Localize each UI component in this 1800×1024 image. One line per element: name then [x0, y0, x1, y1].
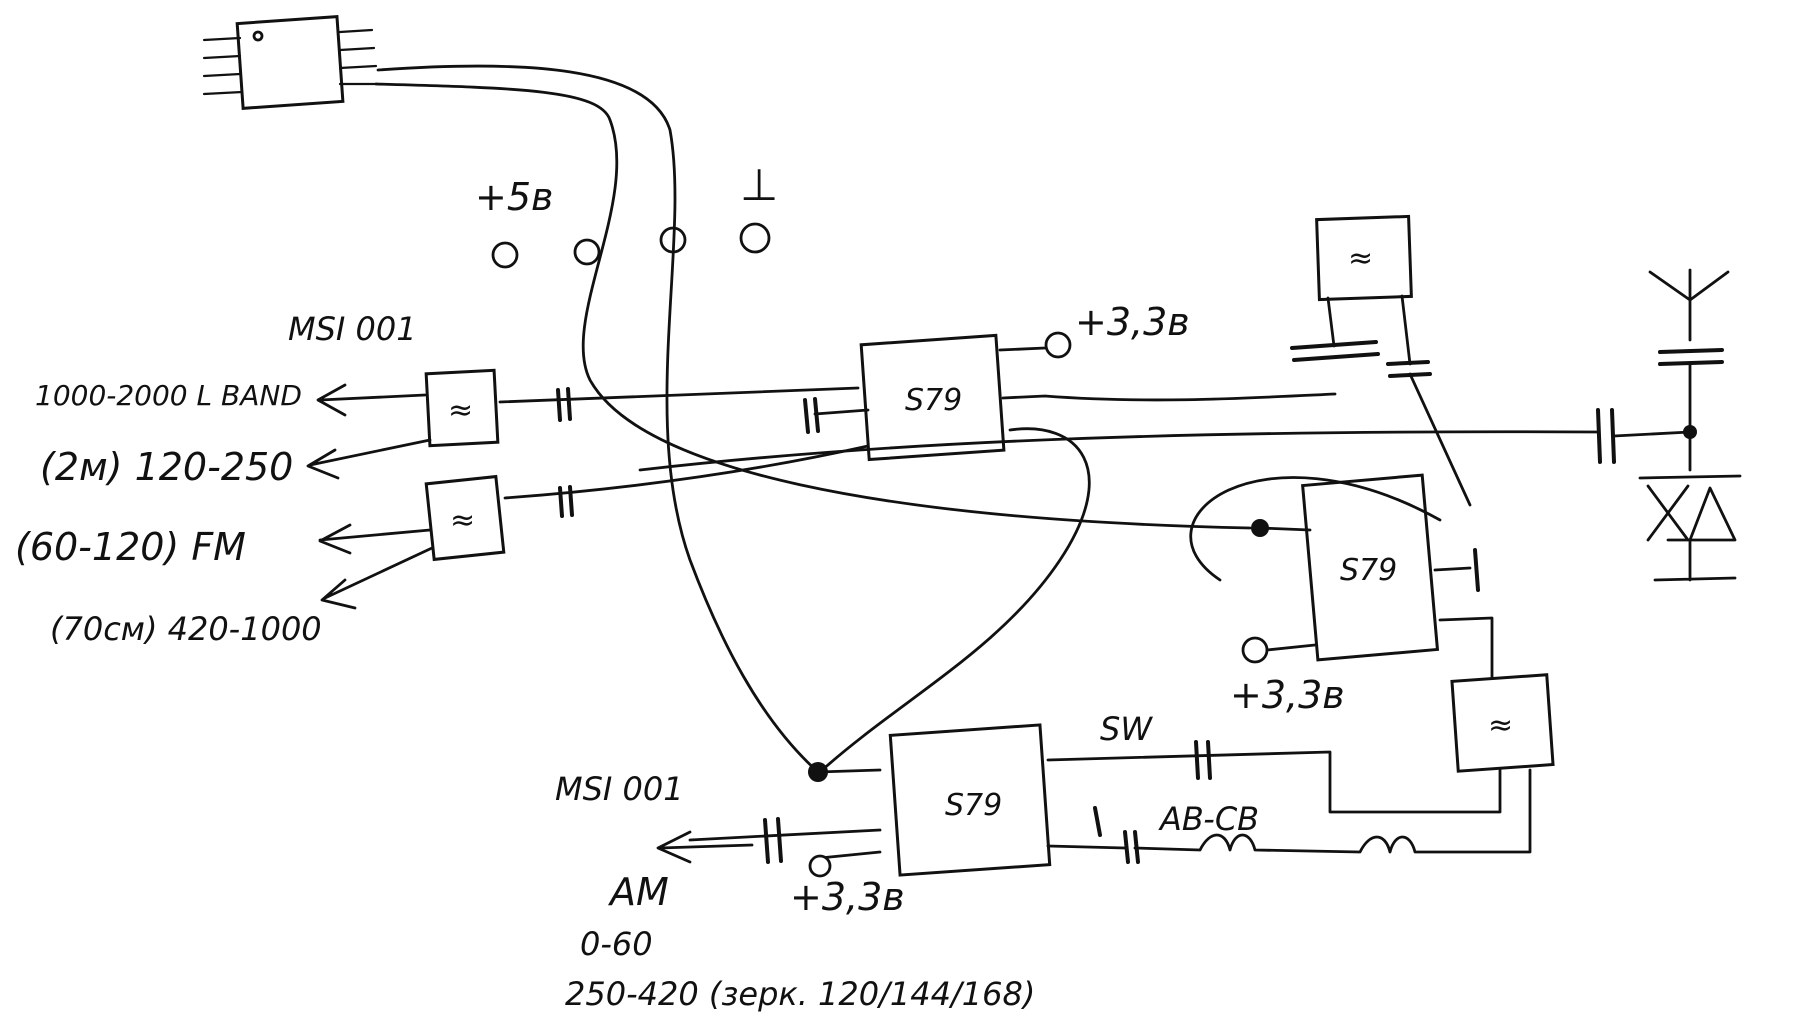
wire-ic-to-bottom-s79 [374, 82, 1252, 530]
s79-block-2: S79 [1301, 473, 1440, 662]
filter-symbol-2m: ≈ [450, 503, 475, 538]
label-2m: (2м) 120-250 [40, 445, 293, 489]
label-plus33-right: +3,3в [1230, 673, 1345, 717]
filter-bottom-right: ≈ [1450, 673, 1555, 773]
label-am-range: 0-60 [580, 925, 653, 963]
filter-lband: ≈ [424, 368, 500, 448]
terminal-plus5 [491, 241, 519, 269]
label-ab-cb: AB-CB [1158, 800, 1259, 838]
filter-symbol-lband: ≈ [448, 393, 473, 428]
label-msi-top: MSI 001 [288, 310, 417, 348]
label-70cm: (70см) 420-1000 [50, 610, 322, 648]
antenna-icon [1648, 268, 1730, 342]
label-plus33-bottom: +3,3в [790, 875, 905, 919]
s79-label-1: S79 [905, 383, 962, 418]
arrow-2m [306, 438, 432, 480]
s79-label-3: S79 [945, 788, 1002, 823]
wire-ic-to-right-s79 [376, 64, 820, 774]
wire-ab-cb [1046, 768, 1532, 854]
label-am: AM [607, 870, 669, 914]
label-plus5: +5в [475, 175, 553, 219]
arrow-70cm [320, 546, 434, 610]
arrow-fm [318, 523, 432, 555]
arrow-msi-bottom [656, 830, 754, 864]
s79-block-1: S79 [859, 333, 1006, 462]
filter-symbol-top-right: ≈ [1348, 241, 1373, 276]
label-mirror: 250-420 (зерк. 120/144/168) [565, 975, 1035, 1013]
label-fm: (60-120) FM [15, 525, 246, 569]
terminal-ground [739, 222, 771, 254]
label-sw: SW [1100, 710, 1153, 748]
label-lband: 1000-2000 L BAND [35, 379, 302, 412]
s79-label-2: S79 [1340, 553, 1397, 588]
terminal-line-a [573, 238, 601, 266]
diode-pair-icon [1638, 474, 1742, 582]
wire-antenna-feed [638, 430, 1600, 472]
filter-2m-fm: ≈ [424, 474, 506, 562]
label-msi-bottom: MSI 001 [555, 770, 684, 808]
ic-package [202, 15, 380, 110]
filter-top-right: ≈ [1315, 214, 1413, 302]
s79-block-3: S79 [888, 723, 1052, 877]
label-plus33-top: +3,3в [1075, 300, 1190, 344]
arrow-lband [316, 383, 427, 417]
wire-2m [503, 444, 870, 500]
filter-symbol-bottom-right: ≈ [1488, 708, 1513, 743]
label-ground: ⊥ [740, 160, 778, 211]
wire-sw [1046, 750, 1502, 814]
